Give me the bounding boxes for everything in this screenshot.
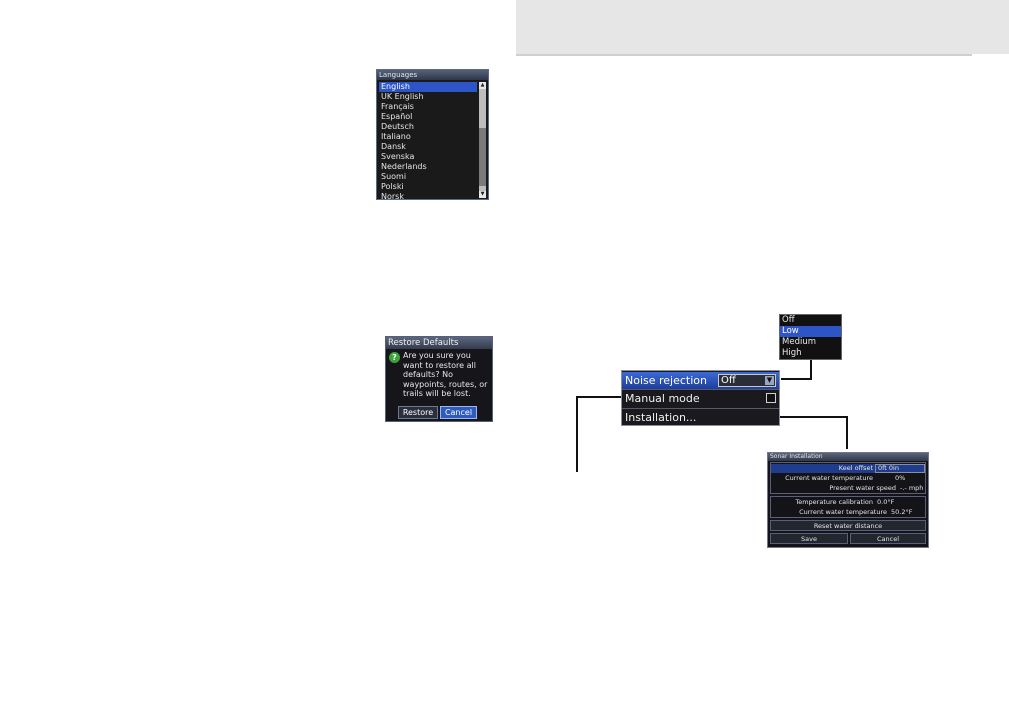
connector-line (846, 416, 848, 449)
connector-line (810, 360, 812, 380)
noise-option[interactable]: Medium (782, 337, 816, 347)
water-speed-row: Present water speed -.- mph (771, 484, 925, 493)
noise-option[interactable]: High (782, 348, 802, 358)
question-icon: ? (389, 352, 400, 363)
header-band (516, 0, 1009, 54)
keel-offset-input[interactable]: 0ft 0in (875, 464, 925, 473)
menu-item-noise-rejection[interactable]: Noise rejection Off ▼ (622, 372, 779, 389)
connector-line (576, 396, 621, 398)
language-item[interactable]: Svenska (381, 152, 415, 161)
noise-rejection-value: Off (721, 375, 736, 386)
water-temp-label: Current water temperature (785, 474, 873, 482)
water-temp2-value: 50.2°F (891, 508, 913, 516)
languages-scrollbar[interactable]: ▲ ▼ (479, 82, 486, 198)
restore-title: Restore Defaults (386, 337, 492, 349)
keel-offset-label: Keel offset (838, 464, 873, 472)
manual-mode-checkbox[interactable] (766, 393, 776, 403)
language-item[interactable]: UK English (381, 92, 424, 101)
water-temp2-row: Current water temperature 50.2°F (771, 508, 925, 517)
scroll-up-icon[interactable]: ▲ (479, 82, 486, 89)
temp-calibration-label: Temperature calibration (795, 498, 873, 506)
language-item[interactable]: Deutsch (381, 122, 414, 131)
language-item[interactable]: Polski (381, 182, 404, 191)
installation-label: Installation... (625, 411, 697, 424)
sonar-installation-dialog: Sonar Installation Keel offset 0ft 0in C… (767, 452, 929, 548)
chevron-down-icon[interactable]: ▼ (765, 376, 774, 385)
language-item[interactable]: Nederlands (381, 162, 427, 171)
language-item[interactable]: English (379, 82, 477, 92)
noise-rejection-select[interactable]: Off ▼ (718, 374, 776, 387)
sonar-settings-menu: Noise rejection Off ▼ Manual mode Instal… (621, 370, 780, 426)
scroll-down-icon[interactable]: ▼ (479, 191, 486, 198)
scroll-thumb[interactable] (479, 128, 486, 186)
sonar-installation-title: Sonar Installation (768, 453, 928, 461)
language-item[interactable]: Français (381, 102, 414, 111)
menu-item-manual-mode[interactable]: Manual mode (622, 390, 779, 407)
language-item[interactable]: Dansk (381, 142, 406, 151)
menu-divider (622, 408, 779, 409)
noise-option[interactable]: Low (780, 326, 841, 337)
sonar-cancel-button[interactable]: Cancel (850, 533, 926, 544)
connector-line (781, 378, 812, 380)
restore-button[interactable]: Restore (398, 406, 438, 419)
language-item[interactable]: Español (381, 112, 413, 121)
reset-water-distance-button[interactable]: Reset water distance (770, 520, 926, 531)
connector-line (576, 396, 578, 472)
language-item[interactable]: Italiano (381, 132, 411, 141)
noise-option[interactable]: Off (782, 315, 795, 325)
language-item[interactable]: Norsk (381, 192, 404, 200)
cancel-button[interactable]: Cancel (440, 406, 477, 419)
sonar-panel-top: Keel offset 0ft 0in Current water temper… (770, 462, 926, 494)
header-rule (516, 54, 972, 56)
water-speed-label: Present water speed (829, 484, 896, 492)
temp-calibration-value[interactable]: 0.0°F (877, 498, 895, 506)
menu-item-installation[interactable]: Installation... (622, 409, 779, 426)
temp-calibration-row[interactable]: Temperature calibration 0.0°F (771, 498, 925, 507)
languages-title: Languages (377, 70, 488, 80)
water-speed-value: -.- mph (900, 484, 924, 492)
keel-offset-row[interactable]: Keel offset 0ft 0in (771, 464, 925, 473)
save-button[interactable]: Save (770, 533, 848, 544)
manual-mode-label: Manual mode (625, 392, 700, 405)
water-temp-value: 0% (895, 474, 906, 482)
menu-divider (622, 389, 779, 390)
noise-rejection-label: Noise rejection (625, 374, 708, 387)
sonar-panel-temp: Temperature calibration 0.0°F Current wa… (770, 496, 926, 518)
restore-defaults-dialog: Restore Defaults ? Are you sure you want… (385, 336, 493, 422)
language-item[interactable]: Suomi (381, 172, 407, 181)
restore-message: Are you sure you want to restore all def… (403, 351, 488, 399)
water-temp2-label: Current water temperature (799, 508, 887, 516)
water-temp-row: Current water temperature 0% (771, 474, 925, 483)
